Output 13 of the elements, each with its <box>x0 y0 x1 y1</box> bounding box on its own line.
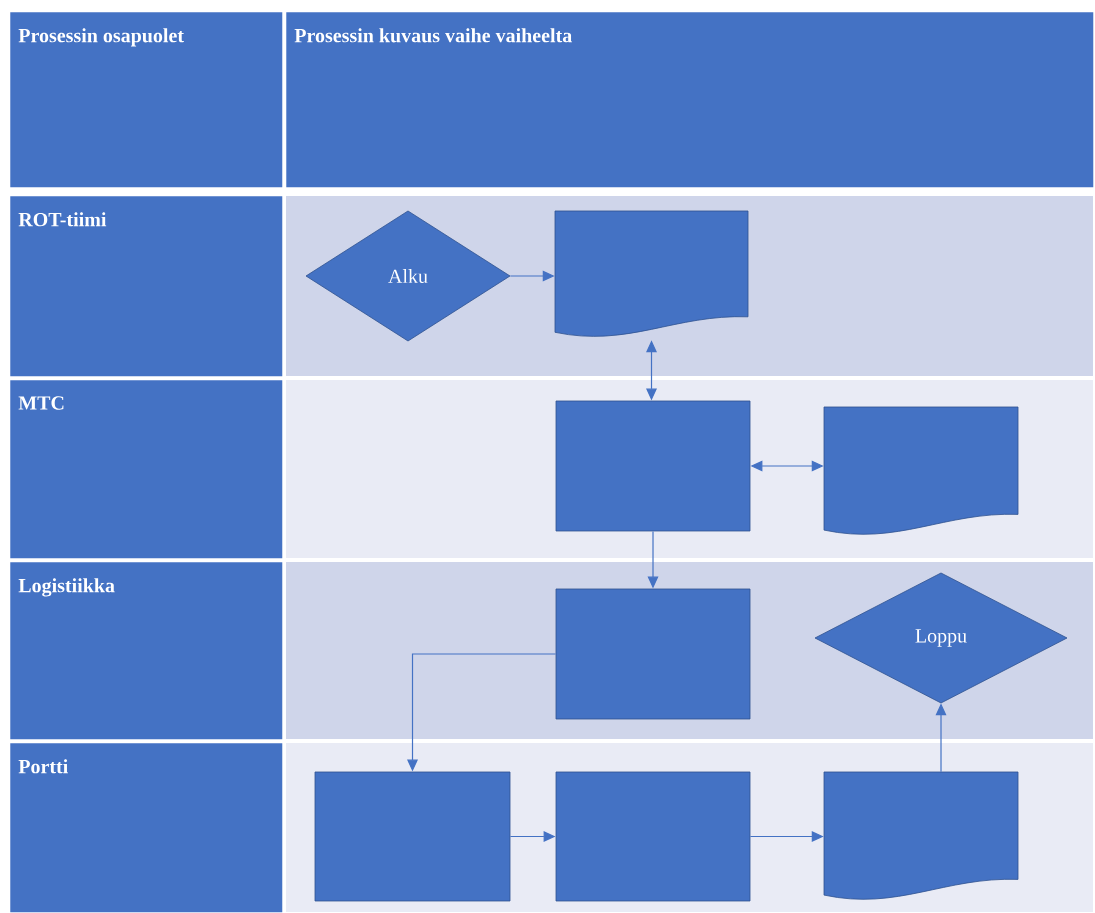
lane-label-cell: ROT-tiimi <box>10 196 283 377</box>
process-box <box>555 771 751 902</box>
process-box <box>555 400 751 532</box>
process-box <box>314 771 511 902</box>
header-cell: Prosessin osapuolet <box>10 12 283 188</box>
document-shape <box>823 406 1019 535</box>
lane-label-cell: MTC <box>10 380 283 559</box>
lane-label-cell: Portti <box>10 743 283 913</box>
lane-label-cell: Logistiikka <box>10 562 283 740</box>
document-shape <box>554 210 749 337</box>
document-shape <box>823 771 1019 900</box>
header-cell: Prosessin kuvaus vaihe vaiheelta <box>286 12 1094 188</box>
process-box <box>555 588 751 720</box>
